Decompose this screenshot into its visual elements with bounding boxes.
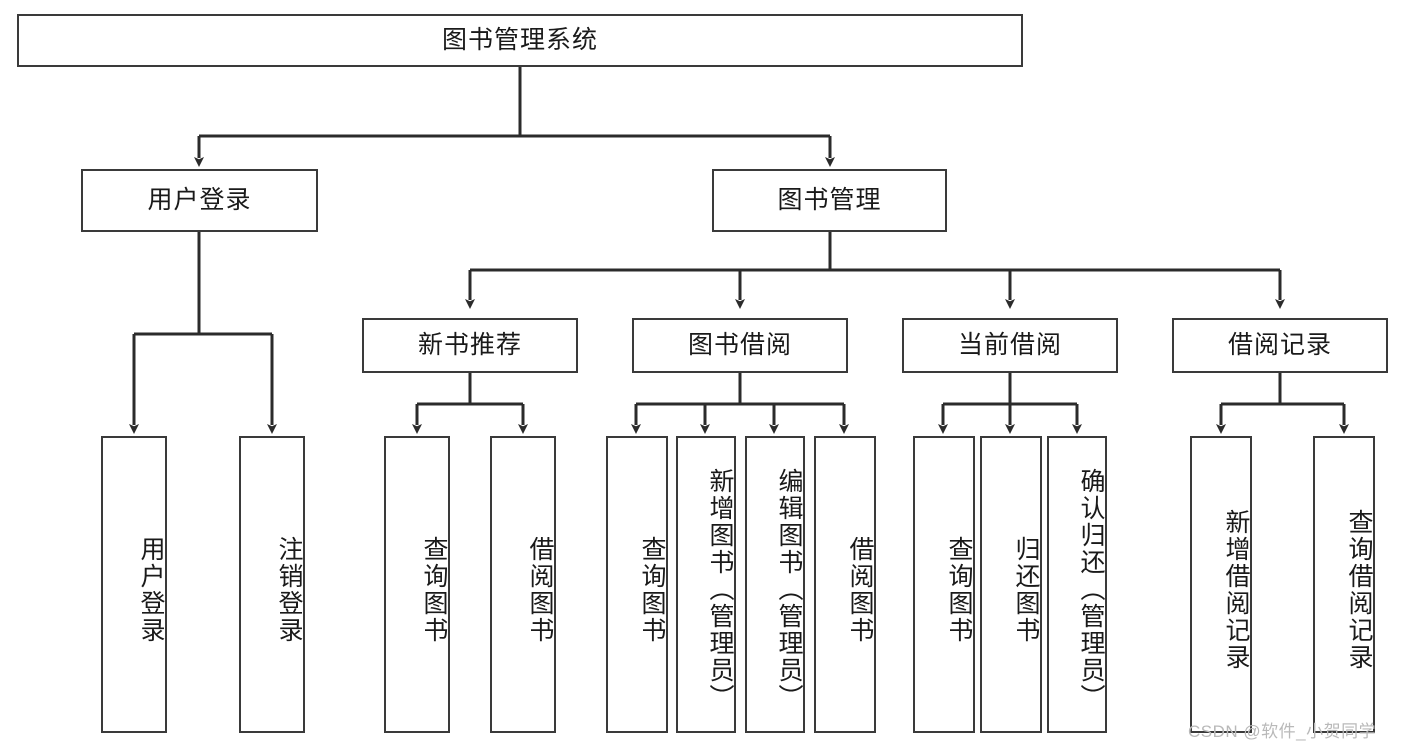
node-new-book-recommend-label: 新书推荐: [417, 330, 522, 359]
watermark: CSDN @软件_小贺同学: [1188, 717, 1376, 742]
leaf-nb-borrow-book[interactable]: 借阅图书: [490, 436, 556, 733]
leaf-nb-query-book[interactable]: 查询图书: [384, 436, 450, 733]
leaf-nb-borrow-book-label: 借阅图书: [526, 535, 554, 644]
node-book-borrow-label: 图书借阅: [687, 330, 792, 359]
node-book-manage[interactable]: 图书管理: [712, 169, 947, 232]
leaf-bb-add-book-label: 新增图书（管理员）: [706, 468, 734, 711]
leaf-br-query-record-label: 查询借阅记录: [1345, 508, 1373, 671]
node-book-borrow[interactable]: 图书借阅: [632, 318, 848, 373]
leaf-bb-query-book[interactable]: 查询图书: [606, 436, 668, 733]
node-book-manage-label: 图书管理: [777, 185, 882, 214]
node-borrow-record[interactable]: 借阅记录: [1172, 318, 1388, 373]
leaf-br-add-record-label: 新增借阅记录: [1222, 508, 1250, 671]
leaf-br-add-record[interactable]: 新增借阅记录: [1190, 436, 1252, 733]
node-current-borrow-label: 当前借阅: [957, 330, 1062, 359]
leaf-cb-return-book-label: 归还图书: [1012, 535, 1040, 644]
leaf-user-login[interactable]: 用户登录: [101, 436, 167, 733]
leaf-br-query-record[interactable]: 查询借阅记录: [1313, 436, 1375, 733]
leaf-cb-query-book-label: 查询图书: [945, 535, 973, 644]
leaf-cb-return-book[interactable]: 归还图书: [980, 436, 1042, 733]
leaf-bb-add-book[interactable]: 新增图书（管理员）: [676, 436, 736, 733]
node-current-borrow[interactable]: 当前借阅: [902, 318, 1118, 373]
leaf-user-login-label: 用户登录: [137, 535, 165, 644]
node-user-login-label: 用户登录: [147, 185, 252, 214]
leaf-cb-confirm-return[interactable]: 确认归还（管理员）: [1047, 436, 1107, 733]
node-user-login[interactable]: 用户登录: [81, 169, 318, 232]
node-root[interactable]: 图书管理系统: [17, 14, 1023, 67]
leaf-bb-query-book-label: 查询图书: [638, 535, 666, 644]
leaf-bb-edit-book-label: 编辑图书（管理员）: [775, 468, 803, 711]
leaf-nb-query-book-label: 查询图书: [420, 535, 448, 644]
leaf-logout[interactable]: 注销登录: [239, 436, 305, 733]
watermark-text: CSDN @软件_小贺同学: [1188, 722, 1377, 741]
leaf-logout-label: 注销登录: [275, 535, 303, 644]
leaf-bb-borrow-book-label: 借阅图书: [846, 535, 874, 644]
leaf-bb-borrow-book[interactable]: 借阅图书: [814, 436, 876, 733]
leaf-bb-edit-book[interactable]: 编辑图书（管理员）: [745, 436, 805, 733]
leaf-cb-query-book[interactable]: 查询图书: [913, 436, 975, 733]
leaf-cb-confirm-return-label: 确认归还（管理员）: [1077, 468, 1105, 711]
node-root-label: 图书管理系统: [441, 25, 598, 54]
node-borrow-record-label: 借阅记录: [1227, 330, 1332, 359]
node-new-book-recommend[interactable]: 新书推荐: [362, 318, 578, 373]
